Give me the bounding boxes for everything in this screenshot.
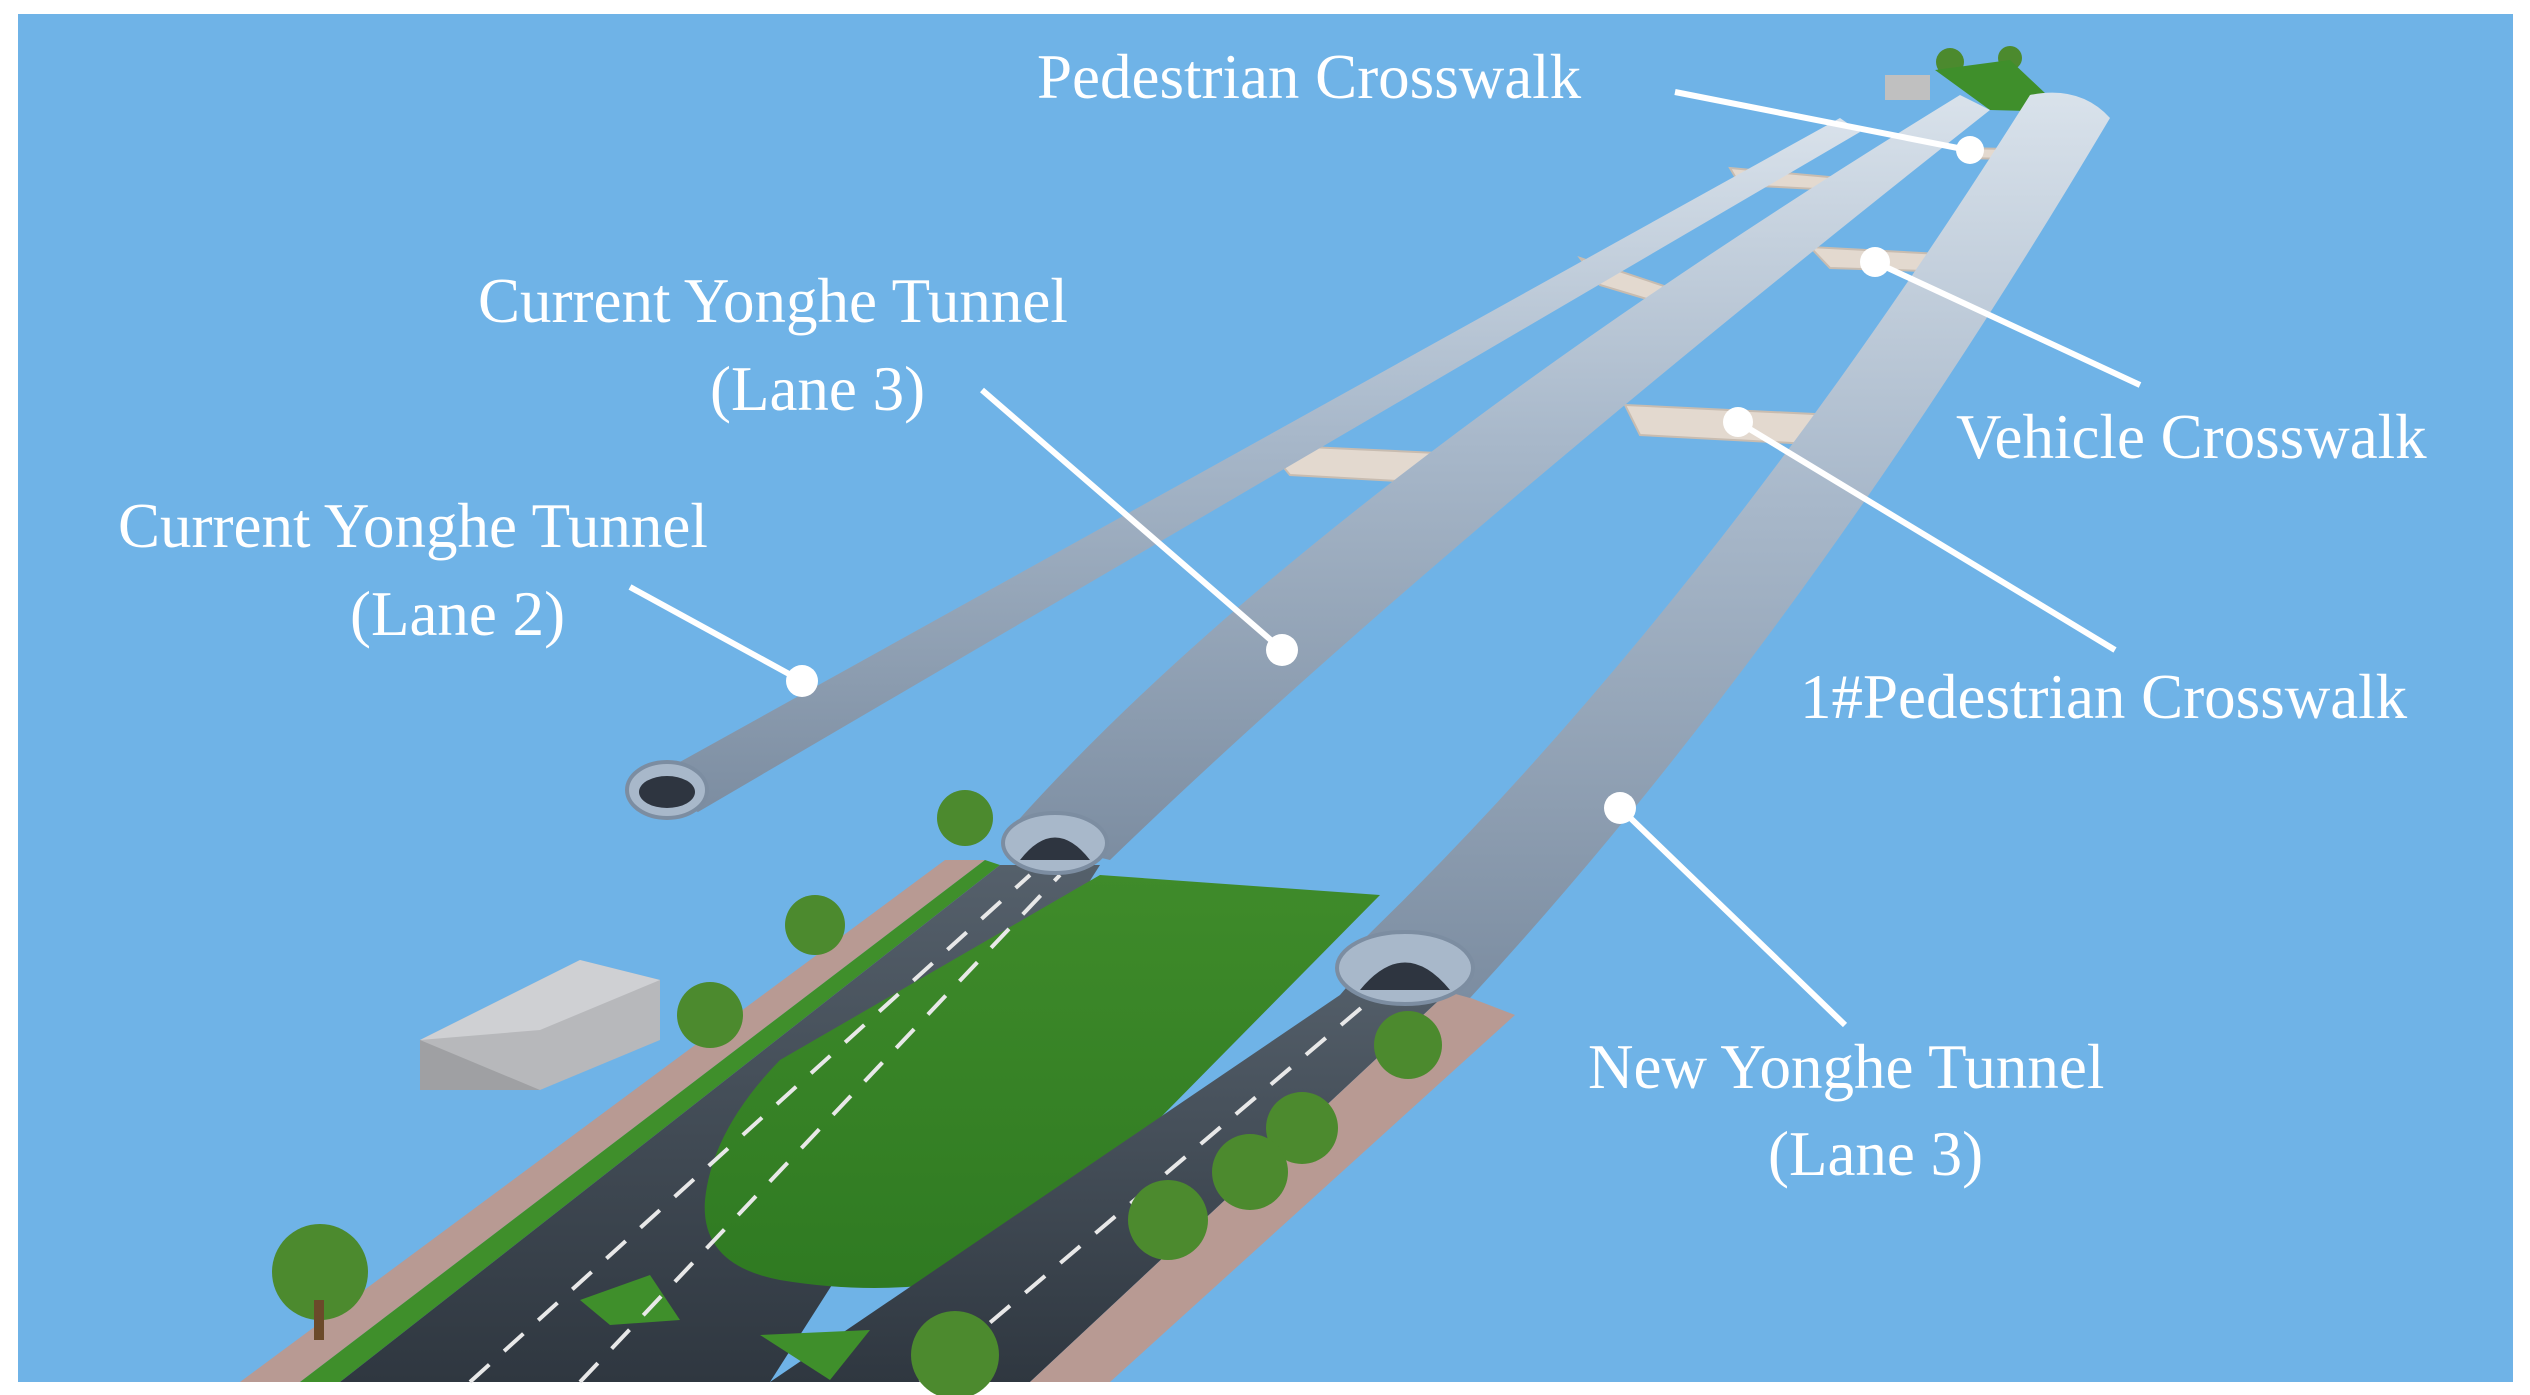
trees — [272, 46, 2022, 1395]
far-end-building — [1885, 75, 1930, 100]
callout-line-1-pedestrian-crosswalk — [1736, 419, 2117, 653]
lane-markings — [468, 873, 1402, 1384]
tunnel-current-lane3 — [1001, 95, 1990, 875]
callout-line-current-lane3 — [980, 387, 1282, 651]
grass-triangle-2 — [760, 1330, 870, 1380]
tunnel-new-lane3 — [1335, 92, 2110, 1006]
label-current-lane3-line2: (Lane 3) — [710, 354, 925, 424]
callout-line-vehicle-crosswalk — [1873, 259, 2142, 388]
callouts — [628, 89, 2142, 1028]
callout-dot-new-lane3 — [1604, 792, 1636, 824]
label-new-lane3-line1: New Yonghe Tunnel — [1588, 1032, 2104, 1102]
label-pedestrian-crosswalk: Pedestrian Crosswalk — [1037, 42, 1582, 112]
callout-dot-current-lane3 — [1266, 634, 1298, 666]
callout-line-new-lane3 — [1617, 805, 1848, 1028]
central-grass-island — [704, 875, 1380, 1288]
label-vehicle-crosswalk: Vehicle Crosswalk — [1956, 402, 2427, 472]
callout-line-pedestrian-crosswalk — [1674, 89, 1969, 153]
label-new-lane3-line2: (Lane 3) — [1768, 1119, 1983, 1189]
callout-dot-current-lane2 — [786, 665, 818, 697]
left-sidewalk — [240, 860, 985, 1382]
label-current-lane2-line2: (Lane 2) — [350, 579, 565, 649]
left-grass-strip — [300, 860, 1000, 1382]
label-current-lane3-line1: Current Yonghe Tunnel — [478, 266, 1068, 336]
tunnel-current-lane2 — [625, 118, 1860, 820]
right-road — [770, 960, 1450, 1382]
label-current-lane2-line1: Current Yonghe Tunnel — [118, 491, 708, 561]
building — [420, 960, 660, 1090]
callout-line-current-lane2 — [628, 584, 802, 683]
callout-dot-vehicle-crosswalk — [1860, 247, 1890, 277]
label-1-pedestrian-crosswalk: 1#Pedestrian Crosswalk — [1800, 662, 2408, 732]
callout-dot-pedestrian-crosswalk — [1956, 136, 1984, 164]
callout-dot-1-pedestrian-crosswalk — [1723, 407, 1753, 437]
grass-triangle-1 — [580, 1275, 680, 1325]
